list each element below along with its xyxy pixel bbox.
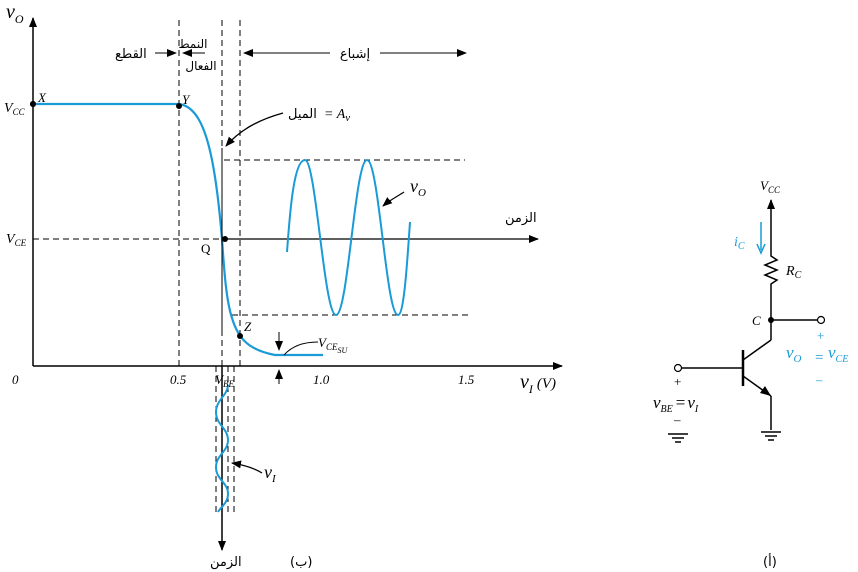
input-plus: + [674, 374, 681, 389]
circuit-caption: (أ) [763, 553, 777, 570]
vi-graph-label: vI [264, 462, 277, 485]
output-plus: + [817, 328, 824, 343]
ic-label: iC [734, 235, 745, 252]
output-eq: = [815, 350, 823, 366]
vce-level-label: VCE [6, 232, 27, 248]
input-sine-wave [214, 384, 230, 513]
x-axis-label: vI(V) [520, 371, 556, 396]
point-y-dot [176, 103, 182, 109]
rc-label: RC [785, 264, 802, 281]
ic-arrow-head [756, 243, 766, 255]
output-vo-label: vO [786, 343, 802, 365]
input-terminal [673, 363, 683, 373]
region-active-label-2: الفعال [185, 59, 216, 73]
vo-leader-arrow [382, 191, 405, 207]
dashed-guides [33, 20, 470, 515]
output-terminal [816, 315, 826, 325]
output-sine-wave [286, 158, 411, 317]
slope-leader-arrow [225, 112, 284, 147]
x-tick-1-0: 1.0 [313, 372, 330, 387]
point-z-dot [237, 333, 243, 339]
emitter-arrow [760, 386, 771, 396]
input-minus: – [673, 412, 681, 427]
vcesat-leader [283, 341, 319, 356]
transfer-curve [33, 102, 323, 357]
point-z-label: Z [244, 319, 252, 334]
time-axis-right-label: الزمن [505, 211, 537, 226]
transfer-characteristic-graph: القطع النمط الفعال إشباع الزمن الزمن vO … [4, 1, 563, 570]
vo-graph-label: vO [410, 176, 426, 199]
x-tick-0-5: 0.5 [170, 372, 187, 387]
region-cutoff-label: القطع [115, 47, 147, 62]
ce-amplifier-circuit: VCC RC iC C + vO = vCE – + vBE=vI – [653, 178, 848, 570]
graph-caption: (ب) [290, 555, 312, 570]
y-axis-label: vO [6, 1, 24, 26]
vcc-level-label: VCC [4, 101, 26, 117]
region-saturation-label: إشباع [340, 47, 370, 62]
output-vce-label: vCE [828, 343, 848, 365]
point-y-label: Y [182, 92, 191, 107]
slope-equation: = Av [324, 107, 350, 124]
circuit-vcc-label: VCC [760, 178, 781, 195]
point-x-label: X [37, 90, 47, 105]
emitter-ground [761, 431, 781, 441]
c-label: C [752, 313, 761, 328]
input-ground [668, 433, 688, 443]
region-active-label-1: النمط [179, 37, 208, 51]
vbe-tick-label: VBE [215, 372, 234, 389]
input-vbe-label: vBE=vI [653, 393, 699, 415]
vi-leader-arrow [231, 460, 263, 474]
x-tick-1-5: 1.5 [458, 372, 475, 387]
origin-label: 0 [12, 372, 19, 387]
point-q-label: Q [201, 241, 211, 256]
slope-label: الميل [288, 107, 317, 122]
transistor-collector-leg [742, 339, 772, 361]
time-axis-bottom-label: الزمن [210, 555, 242, 570]
vcesat-label: VCESU [318, 335, 348, 355]
output-minus: – [815, 372, 823, 387]
point-x-dot [30, 101, 36, 107]
resistor-rc [763, 250, 779, 290]
